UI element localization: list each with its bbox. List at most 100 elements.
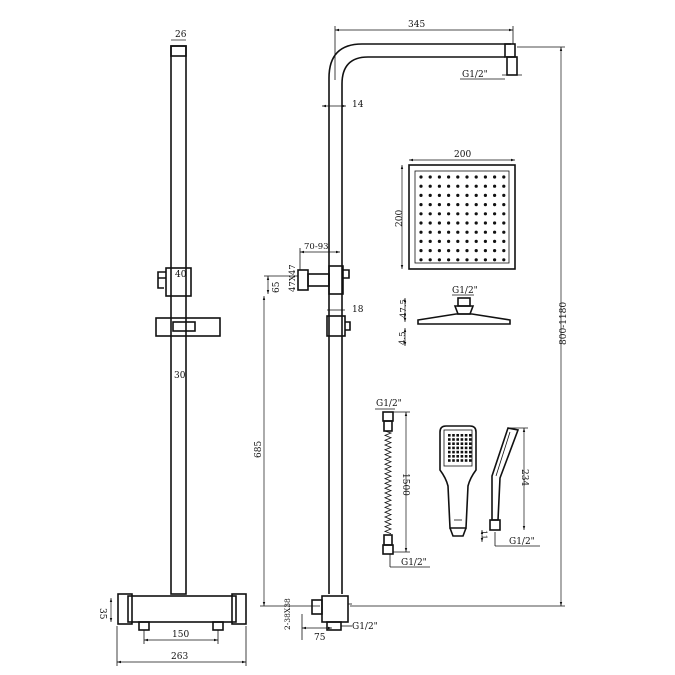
nozzle-dot — [493, 203, 497, 207]
nozzle-dot — [474, 175, 478, 179]
nozzle-dot — [419, 193, 423, 197]
nozzle-dot — [502, 184, 506, 188]
shower-head-outer — [408, 164, 516, 270]
hand-nozzle-dot — [460, 446, 464, 450]
dim-200-top-label: 200 — [454, 150, 471, 160]
nozzle-dot — [419, 212, 423, 216]
side-wall-bracket-plate — [297, 269, 309, 291]
head-side-neck — [453, 305, 475, 315]
hand-nozzle-dot — [469, 459, 472, 462]
side-arm-outer — [328, 43, 511, 594]
nozzle-dot — [437, 193, 441, 197]
front-mixer-left-handle — [117, 593, 133, 625]
nozzle-dot — [447, 193, 451, 197]
nozzle-dot — [419, 239, 423, 243]
nozzle-dot — [419, 221, 423, 225]
side-arm-elbow — [504, 43, 516, 58]
nozzle-dot — [474, 230, 478, 234]
hand-nozzle-dot — [448, 434, 451, 437]
thread-hose-top-label: G1/2" — [376, 399, 402, 409]
hand-nozzle-dot — [464, 438, 468, 441]
nozzle-dot — [447, 230, 451, 234]
dim-4-5-label: 4.5 — [398, 331, 408, 345]
dim-18-label: 18 — [352, 305, 364, 315]
thread-hose-bottom-label: G1/2" — [401, 558, 427, 568]
front-riser-cap — [170, 45, 187, 57]
hand-shower-nozzle-grid — [448, 434, 472, 462]
nozzle-dot — [456, 184, 460, 188]
nozzle-dot — [456, 212, 460, 216]
dim-26-label: 26 — [175, 30, 187, 40]
nozzle-dot — [465, 175, 469, 179]
nozzle-dot — [428, 249, 432, 253]
thread-handshower-label: G1/2" — [509, 537, 535, 547]
dim-1500-label: 1500 — [400, 473, 410, 496]
nozzle-dot — [437, 249, 441, 253]
nozzle-dot — [437, 258, 441, 262]
nozzle-dot — [493, 239, 497, 243]
dim-47-5-label: 47.5 — [399, 299, 409, 318]
nozzle-dot — [483, 203, 487, 207]
nozzle-dot — [437, 212, 441, 216]
dim-800-1180-label: 800-1180 — [559, 302, 569, 345]
nozzle-dot — [428, 184, 432, 188]
hand-nozzle-dot — [456, 446, 459, 450]
dim-345-label: 345 — [408, 20, 425, 30]
hand-shower-side-face — [495, 431, 511, 477]
hand-nozzle-dot — [448, 438, 451, 441]
nozzle-dot — [428, 230, 432, 234]
nozzle-dot — [447, 203, 451, 207]
nozzle-dot — [428, 193, 432, 197]
hand-nozzle-dot — [448, 442, 451, 445]
dim-150-label: 150 — [172, 630, 189, 640]
hose-coil — [383, 430, 393, 535]
nozzle-dot — [428, 258, 432, 262]
nozzle-dot — [437, 203, 441, 207]
hand-nozzle-dot — [464, 450, 468, 454]
side-arm-outlet — [506, 56, 518, 76]
nozzle-dot — [456, 239, 460, 243]
front-view: 26 40 30 35 150 263 — [97, 30, 247, 666]
dim-30-label: 30 — [174, 371, 186, 381]
dim-bottom-vertical-label: 2-38X38 — [283, 598, 292, 630]
nozzle-dot — [474, 239, 478, 243]
front-mixer-left-inlet — [138, 621, 150, 631]
hose-bottom-nut — [382, 544, 394, 555]
nozzle-dot — [493, 258, 497, 262]
nozzle-dot — [483, 212, 487, 216]
nozzle-dot — [437, 239, 441, 243]
hand-nozzle-dot — [448, 459, 451, 462]
nozzle-dot — [419, 175, 423, 179]
hand-nozzle-dot — [456, 450, 459, 454]
nozzle-dot — [456, 249, 460, 253]
hand-shower-front-body — [439, 425, 477, 529]
side-mixer-valve — [311, 599, 323, 615]
hand-nozzle-dot — [460, 438, 464, 441]
shower-hose: G1/2" 1500 G1/2" — [375, 399, 430, 568]
dim-200-side-label: 200 — [395, 210, 405, 227]
nozzle-dot — [502, 239, 506, 243]
hand-shower-front-face — [443, 429, 473, 467]
nozzle-dot — [483, 230, 487, 234]
nozzle-dot — [465, 184, 469, 188]
nozzle-dot — [419, 258, 423, 262]
side-mixer-outlet — [326, 621, 342, 631]
front-riser-pipe — [170, 45, 187, 595]
hand-shower-side-connector — [489, 519, 501, 531]
nozzle-dot — [428, 239, 432, 243]
nozzle-dot — [493, 212, 497, 216]
nozzle-dot — [437, 221, 441, 225]
nozzle-dot — [483, 239, 487, 243]
hand-nozzle-dot — [464, 446, 468, 450]
nozzle-dot — [456, 258, 460, 262]
shower-head-inner — [414, 170, 510, 264]
side-arm-inner — [341, 56, 505, 594]
nozzle-dot — [456, 193, 460, 197]
dim-263-label: 263 — [171, 652, 188, 662]
nozzle-dot — [465, 258, 469, 262]
nozzle-dot — [437, 184, 441, 188]
nozzle-dot — [474, 221, 478, 225]
shower-head-top-view: 200 200 — [395, 150, 516, 270]
nozzle-dot — [502, 258, 506, 262]
